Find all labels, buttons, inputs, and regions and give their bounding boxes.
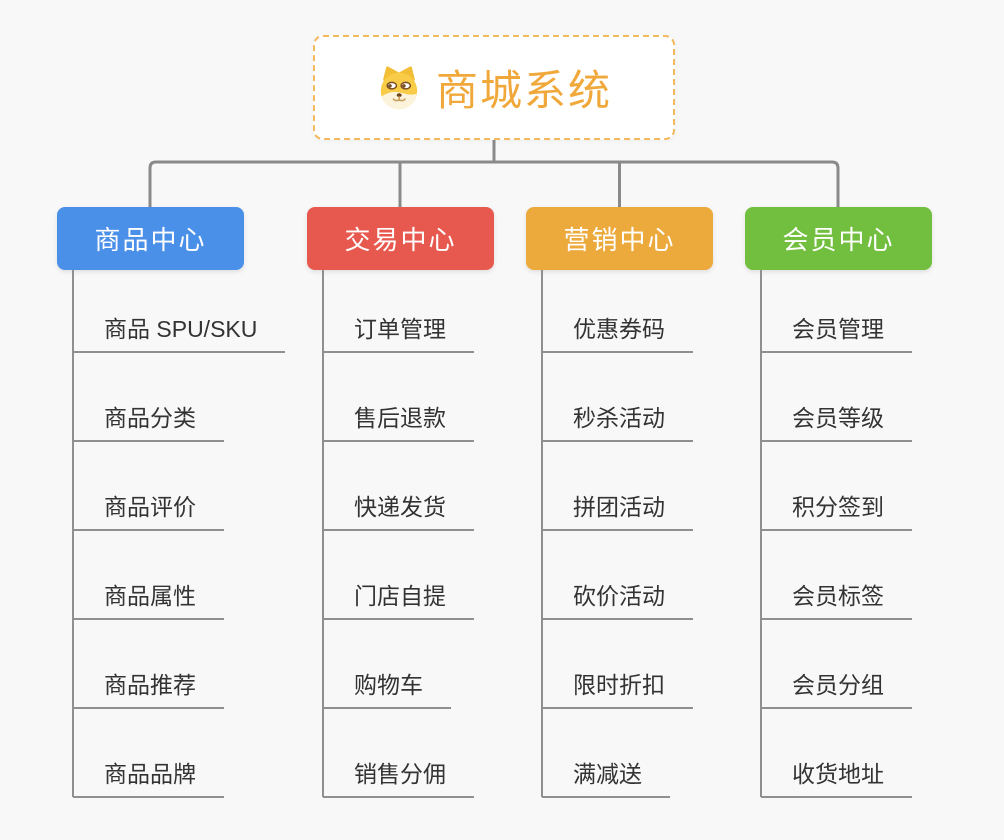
branch-node-product-center[interactable]: 商品中心 [57,207,244,270]
branch-label: 营销中心 [563,225,676,255]
sub-topic-label: 商品品牌 [104,760,196,787]
branch-node-member-center[interactable]: 会员中心 [745,207,932,270]
sub-topic[interactable]: 商品评价 [73,442,224,531]
sub-topic[interactable]: 商品推荐 [73,620,224,709]
root-title: 商城系统 [435,67,612,114]
branch-trunk-line [322,270,324,797]
sub-topic[interactable]: 销售分佣 [323,709,474,798]
branch-trunk-line [72,270,74,797]
sub-topic-label: 砍价活动 [573,582,665,609]
sub-topic-label: 会员标签 [792,582,884,609]
sub-topic-label: 商品评价 [104,493,196,520]
sub-topic[interactable]: 商品分类 [73,353,224,442]
branch-node-marketing-center[interactable]: 营销中心 [526,207,713,270]
sub-topic[interactable]: 满减送 [542,709,670,798]
sub-topic-label: 会员分组 [792,671,884,698]
sub-topic[interactable]: 商品品牌 [73,709,224,798]
sub-topic-label: 售后退款 [354,404,446,431]
sub-topic[interactable]: 秒杀活动 [542,353,693,442]
sub-topic[interactable]: 商品 SPU/SKU [73,270,286,353]
sub-topic-label: 拼团活动 [573,493,665,520]
sub-topic[interactable]: 会员分组 [761,620,912,709]
sub-topic-label: 快递发货 [354,493,446,520]
branch-node-trade-center[interactable]: 交易中心 [307,207,494,270]
sub-topic-label: 商品分类 [104,404,196,431]
sub-topic[interactable]: 优惠券码 [542,270,693,353]
sub-topic[interactable]: 购物车 [323,620,451,709]
sub-topic-label: 限时折扣 [573,671,665,698]
sub-topic[interactable]: 限时折扣 [542,620,693,709]
sub-topic[interactable]: 积分签到 [761,442,912,531]
doge-face-icon [380,65,418,109]
sub-topic-label: 优惠券码 [573,315,665,342]
sub-topic-label: 门店自提 [354,582,446,609]
branch-label: 商品中心 [94,225,207,255]
sub-topic[interactable]: 门店自提 [323,531,474,620]
sub-topic[interactable]: 会员管理 [761,270,912,353]
sub-topic-label: 销售分佣 [354,760,446,787]
sub-topic-label: 收货地址 [792,760,884,787]
branch-trunk-line [760,270,762,797]
branch-marketing-center: 营销中心 优惠券码 秒杀活动 拼团活动 砍价活动 限时折扣 满减送 [526,207,713,798]
sub-topic-label: 商品推荐 [104,671,196,698]
sub-topic[interactable]: 商品属性 [73,531,224,620]
branch-member-center: 会员中心 会员管理 会员等级 积分签到 会员标签 会员分组 收货地址 [745,207,932,798]
sub-topic[interactable]: 会员标签 [761,531,912,620]
branch-trunk-line [541,270,543,797]
sub-topic-label: 会员管理 [792,315,884,342]
sub-topic[interactable]: 拼团活动 [542,442,693,531]
sub-topic-label: 商品属性 [104,582,196,609]
branch-product-center: 商品中心 商品 SPU/SKU 商品分类 商品评价 商品属性 商品推荐 商品品牌 [57,207,286,798]
sub-topic-label: 秒杀活动 [573,404,665,431]
branch-label: 交易中心 [344,225,457,255]
sub-topic[interactable]: 快递发货 [323,442,474,531]
sub-topic[interactable]: 收货地址 [761,709,912,798]
branch-trade-center: 交易中心 订单管理 售后退款 快递发货 门店自提 购物车 销售分佣 [307,207,494,798]
root-node[interactable]: 商城系统 [313,35,675,140]
sub-topic-label: 购物车 [354,671,423,698]
sub-topic[interactable]: 售后退款 [323,353,474,442]
branch-label: 会员中心 [782,225,895,255]
sub-topic-label: 会员等级 [792,404,884,431]
sub-topic[interactable]: 会员等级 [761,353,912,442]
sub-topic-label: 商品 SPU/SKU [104,315,258,342]
sub-topic-label: 订单管理 [354,315,446,342]
sub-topic-label: 满减送 [573,760,642,787]
sub-topic[interactable]: 砍价活动 [542,531,693,620]
sub-topic[interactable]: 订单管理 [323,270,474,353]
sub-topic-label: 积分签到 [792,493,884,520]
